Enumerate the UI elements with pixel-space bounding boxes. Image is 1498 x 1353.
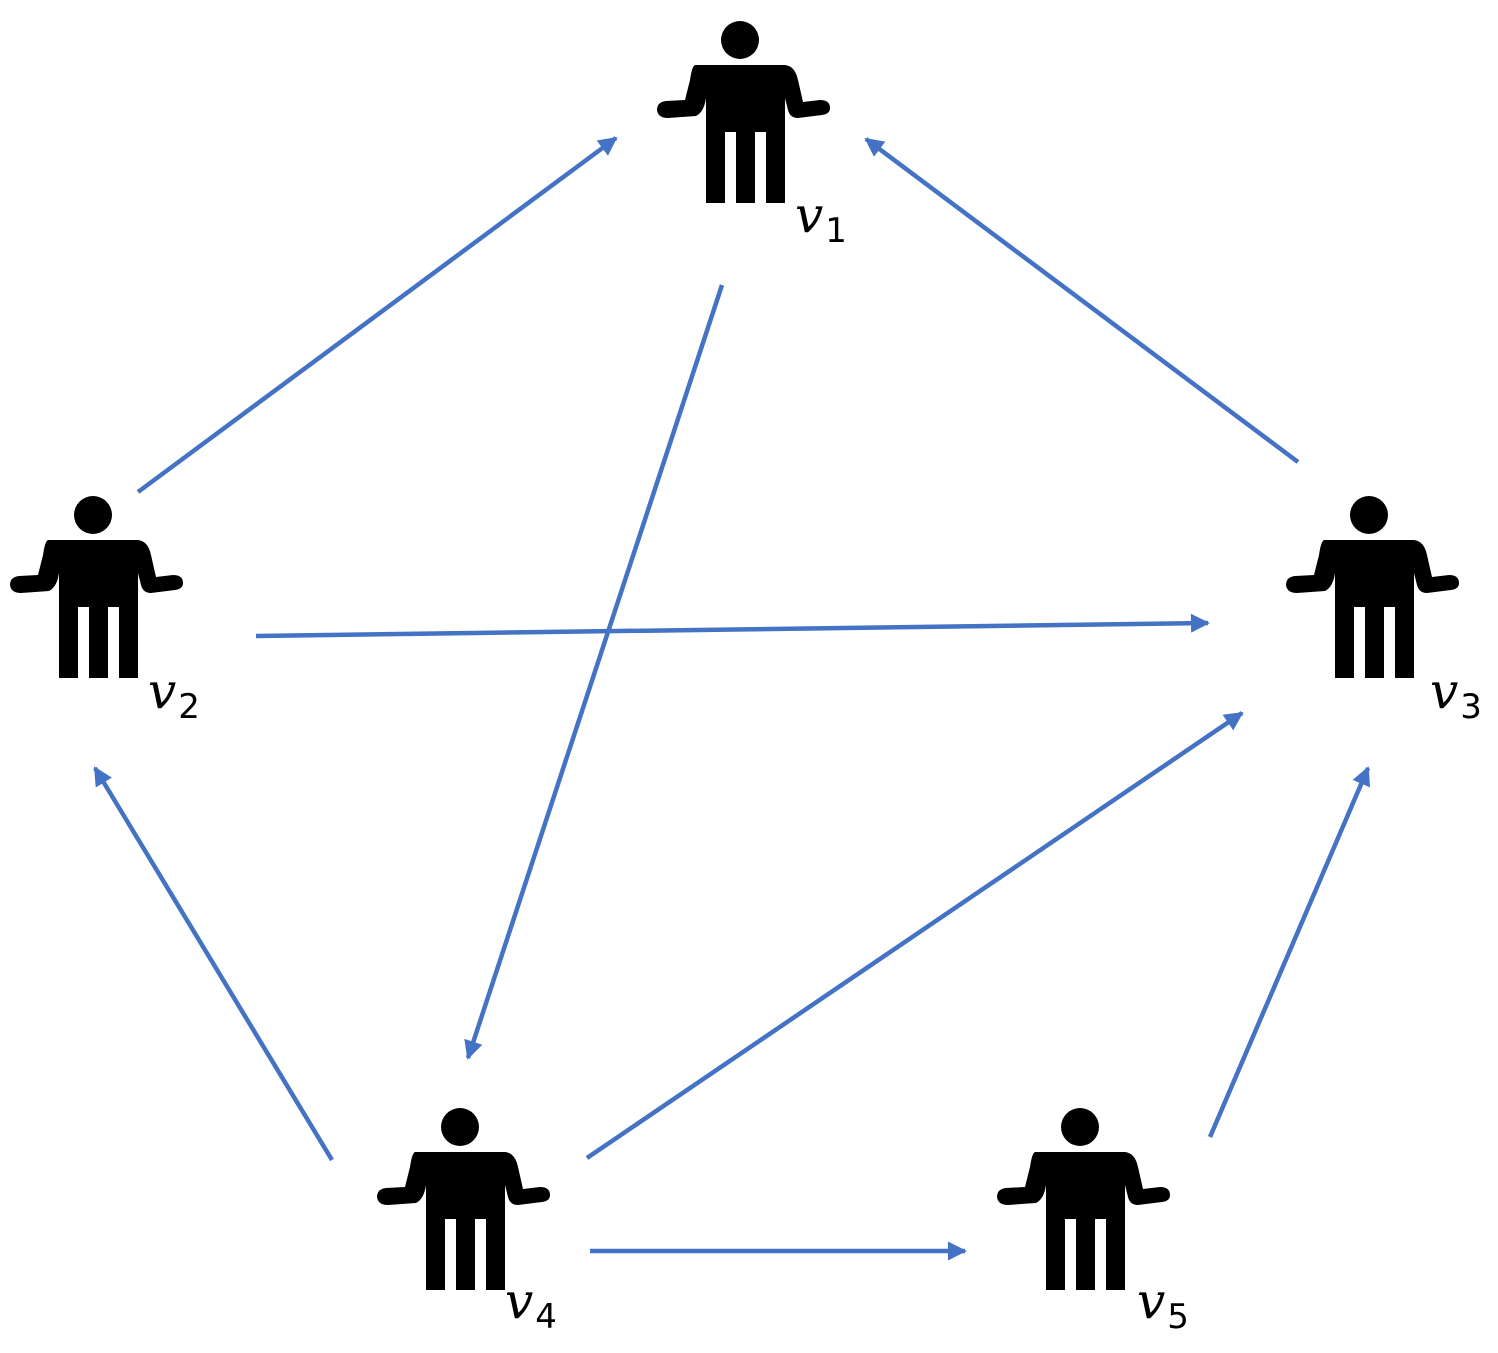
node-label-base: v	[1430, 662, 1458, 720]
node-label-v4: v4	[505, 1272, 557, 1337]
person-shrugging-icon	[1286, 496, 1459, 678]
node-label-v2: v2	[148, 662, 200, 727]
node-v4: v4	[377, 1108, 557, 1337]
node-label-subscript: 4	[535, 1297, 557, 1337]
edge-v1-to-v4	[464, 284, 725, 1060]
node-label-base: v	[1137, 1272, 1165, 1330]
node-label-base: v	[795, 186, 823, 244]
node-label-base: v	[148, 662, 176, 720]
node-v5: v5	[997, 1108, 1189, 1337]
person-shrugging-icon	[377, 1108, 550, 1290]
node-label-subscript: 5	[1167, 1297, 1189, 1337]
person-shrugging-icon	[997, 1108, 1170, 1290]
edge-v3-to-v1	[864, 137, 1300, 464]
person-shrugging-icon	[657, 21, 830, 203]
node-label-v5: v5	[1137, 1272, 1189, 1337]
edge-v4-to-v2	[93, 766, 334, 1162]
node-v2: v2	[10, 496, 200, 727]
node-label-v3: v3	[1430, 662, 1482, 727]
edge-v4-to-v3	[585, 711, 1244, 1160]
node-v1: v1	[657, 21, 847, 251]
node-label-subscript: 1	[825, 211, 847, 251]
edges-layer	[93, 136, 1371, 1261]
node-label-subscript: 2	[178, 687, 200, 727]
node-v3: v3	[1286, 496, 1482, 727]
node-label-v1: v1	[795, 186, 847, 251]
node-label-subscript: 3	[1460, 687, 1482, 727]
edge-v2-to-v3	[255, 613, 1210, 639]
edge-v2-to-v1	[136, 136, 618, 494]
node-label-base: v	[505, 1272, 533, 1330]
edge-v5-to-v3	[1207, 766, 1371, 1138]
person-shrugging-icon	[10, 496, 183, 678]
